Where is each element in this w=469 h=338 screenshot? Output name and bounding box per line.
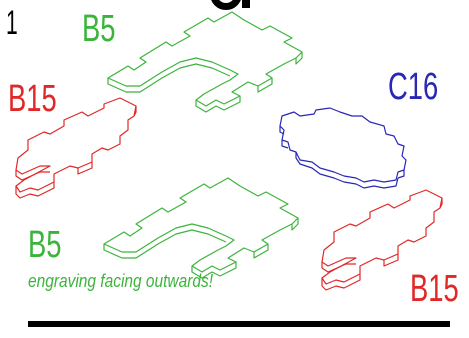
label-b5-bottom: B5 [28,224,62,266]
label-b15-left: B15 [8,78,57,120]
part-b5-top [107,11,303,113]
part-b15-right [321,189,443,291]
engraving-note: engraving facing outwards! [28,271,214,291]
part-c16 [279,107,407,189]
step-number: 1 [6,4,18,42]
label-b5-top: B5 [82,8,116,50]
part-b5-bottom [103,177,299,279]
title-glyph-fragment-stem [242,0,250,8]
label-c16: C16 [388,66,439,108]
label-b15-right: B15 [410,268,459,310]
part-b15-left [15,97,137,199]
divider-rule [28,321,450,327]
